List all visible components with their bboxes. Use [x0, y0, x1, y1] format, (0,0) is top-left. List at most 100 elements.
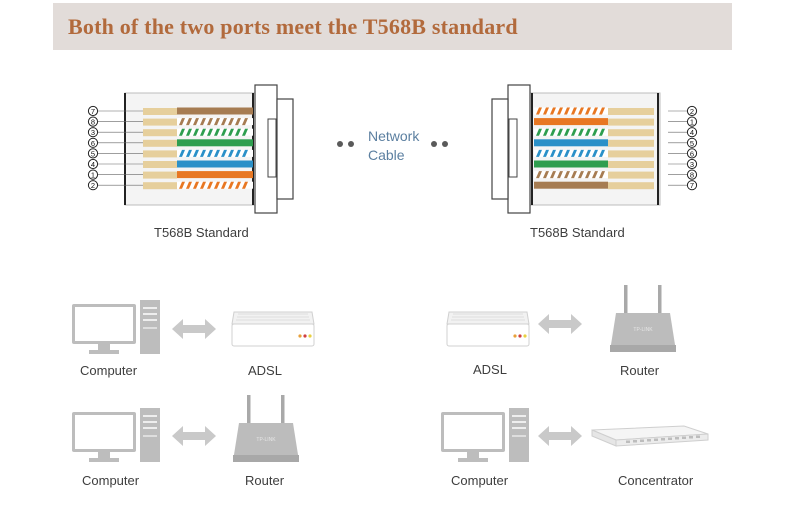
wire-stripe: [592, 149, 598, 157]
wire-stripe: [200, 118, 206, 126]
pin-number: 6: [690, 149, 694, 158]
pin-number-marker: [686, 158, 698, 170]
wire-stripe: [179, 181, 185, 189]
wire-stripe: [193, 118, 199, 126]
pin-number-marker: [686, 169, 698, 180]
pin-contact: [143, 139, 177, 147]
wire-stripe: [228, 181, 234, 189]
wire-stripe: [235, 181, 241, 189]
wire-stripe: [536, 171, 542, 179]
wire-stripe: [186, 181, 192, 189]
device-label: Computer: [80, 363, 138, 378]
wire-stripe: [599, 171, 605, 179]
cable-dot: [337, 141, 343, 147]
wire-stripe: [543, 128, 549, 136]
wire-stripe: [536, 128, 542, 136]
wire-stripe: [235, 149, 241, 157]
wire-stripe: [550, 107, 556, 115]
pin-number-marker: [686, 127, 698, 138]
wire-stripe: [221, 118, 227, 126]
pin-number: 8: [690, 171, 694, 180]
wire-stripe: [571, 128, 577, 136]
pin-number-marker: [87, 148, 99, 159]
wire-stripe: [585, 149, 591, 157]
device-label: ADSL: [248, 363, 282, 378]
wire-stripe: [578, 128, 584, 136]
pin-number-marker: [686, 116, 698, 127]
pin-contact: [608, 139, 654, 147]
computer-icon: [72, 300, 160, 354]
wire-stripe: [550, 171, 556, 179]
adsl-modem-icon: [231, 311, 315, 347]
wire-stripe: [599, 128, 605, 136]
wire-stripe: [214, 181, 220, 189]
cable-dot: [442, 141, 448, 147]
pin-number: 2: [91, 181, 95, 190]
wire-stripe: [571, 149, 577, 157]
wire-stripe: [221, 149, 227, 157]
pin-number-marker: [87, 169, 99, 180]
wire-stripe: [557, 171, 563, 179]
wire-stripe: [207, 181, 213, 189]
device-label: Router: [245, 473, 285, 488]
wire-stripe: [571, 107, 577, 115]
wire-stripe: [550, 149, 556, 157]
pin-contact: [608, 150, 654, 158]
wire-stripe: [193, 149, 199, 157]
wire-5: [177, 149, 253, 157]
wire-2: [177, 118, 253, 126]
pin-number-marker: [686, 105, 698, 117]
wire-stripe: [592, 171, 598, 179]
wire-stripe: [592, 128, 598, 136]
wire-4: [534, 139, 608, 147]
wire-stripe: [578, 107, 584, 115]
right-connector-label: T568B Standard: [530, 225, 625, 240]
wire-stripe: [200, 128, 206, 136]
pin-contact: [143, 150, 177, 158]
wire-6: [534, 160, 608, 168]
pin-contact: [143, 118, 177, 126]
wire-stripe: [207, 118, 213, 126]
pin-contact: [608, 182, 654, 190]
pin-number: 4: [91, 160, 95, 169]
router-icon: TP-LINK: [610, 285, 676, 352]
adsl-modem-icon: [446, 311, 530, 347]
pin-contact: [143, 182, 177, 190]
wire-stripe: [214, 128, 220, 136]
cable-dot: [348, 141, 354, 147]
wire-stripe: [571, 171, 577, 179]
device-label: ADSL: [473, 362, 507, 377]
pin-number: 3: [91, 128, 95, 137]
pin-number: 5: [690, 139, 694, 148]
pin-contact: [143, 108, 177, 115]
wire-stripe: [179, 149, 185, 157]
wire-stripe: [242, 118, 248, 126]
wire-stripe: [228, 118, 234, 126]
pin-contact: [608, 161, 654, 168]
pin-number: 6: [91, 139, 95, 148]
pin-number-marker: [87, 105, 99, 117]
computer-icon: [72, 408, 160, 462]
wire-stripe: [592, 107, 598, 115]
wire-1: [534, 107, 608, 115]
wire-stripe: [564, 171, 570, 179]
bidirectional-arrow-icon: [172, 319, 216, 339]
device-label: Computer: [451, 473, 509, 488]
wire-stripe: [186, 128, 192, 136]
wire-stripe: [228, 149, 234, 157]
pin-number-marker: [686, 180, 698, 191]
wire-8: [534, 181, 608, 189]
wire-stripe: [214, 149, 220, 157]
wire-stripe: [242, 128, 248, 136]
wire-5: [534, 149, 608, 157]
pin-number: 2: [690, 107, 694, 116]
wire-2: [534, 118, 608, 126]
wire-stripe: [207, 149, 213, 157]
wire-stripe: [179, 118, 185, 126]
wire-stripe: [193, 128, 199, 136]
wire-stripe: [179, 128, 185, 136]
cable-label-line2: Cable: [368, 147, 405, 163]
wire-7: [534, 171, 608, 179]
wire-stripe: [550, 128, 556, 136]
